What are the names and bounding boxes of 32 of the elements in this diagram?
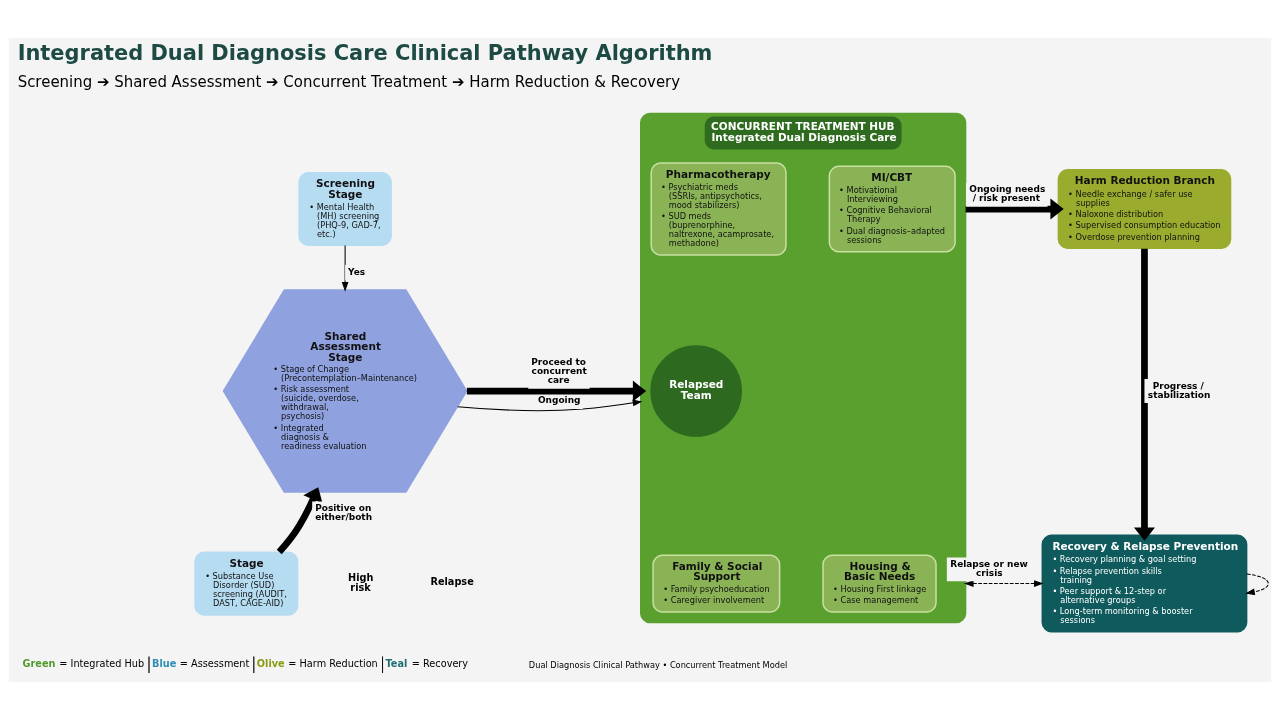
edge-label: Positive on either/both	[315, 503, 373, 523]
node-circle: Relapsed Team	[650, 345, 742, 437]
edge-label: Yes	[348, 266, 366, 277]
node-box: Pharmacotherapy • Psychiatric meds (SSRIs, antipsychotics, mood stabilizers) • SUD meds (buprenorphine, naltrexone, acamprosate, methadone)	[650, 162, 787, 256]
diagram-title: Integrated Dual Diagnosis Care Clinical Pathway Algorithm	[17, 41, 713, 65]
arrow	[1245, 573, 1269, 596]
legend-label: Blue = Assessment	[152, 658, 250, 670]
arrow	[964, 580, 1044, 587]
edge-label: Progress / stabilization	[1147, 380, 1211, 400]
node-box: Harm Reduction Branch • Needle exchange / safer use supplies • Naloxone distribution • Supervised consumption education • Overdose prevention planning	[1057, 169, 1232, 250]
node-box: MI/CBT • Motivational Interviewing • Cognitive Behavioral Therapy • Dual diagnosis–adapted sessions	[828, 165, 956, 253]
label: Relapse	[430, 576, 474, 588]
legend-label: Olive = Harm Reduction	[256, 658, 378, 670]
legend-label: Green = Integrated Hub	[22, 658, 145, 670]
node-box: Recovery & Relapse Prevention • Recovery planning & goal setting • Relapse prevention skills training • Peer support & 12-step or alternative groups • Long-term monitoring & booster sessions	[1041, 534, 1248, 633]
arrow	[466, 380, 647, 402]
node-box: Screening Stage • Mental Health (MH) screening (PHQ-9, GAD-7, etc.)	[298, 171, 392, 247]
label: Dual Diagnosis Clinical Pathway • Concurrent Treatment Model	[528, 659, 788, 670]
label: Screening ➔ Shared Assessment ➔ Concurrent Treatment ➔ Harm Reduction & Recovery	[17, 73, 681, 92]
label: High risk	[348, 571, 374, 593]
edge-label: Ongoing needs / risk present	[969, 184, 1046, 204]
arrow	[965, 198, 1064, 220]
node-box: Stage • Substance Use Disorder (SUD) screening (AUDIT, DAST, CAGE-AID)	[194, 551, 299, 616]
legend-label: Teal = Recovery	[385, 658, 469, 670]
edge-label: Ongoing	[537, 395, 581, 406]
arrow	[276, 487, 323, 555]
arrow	[457, 399, 643, 412]
arrow	[1134, 248, 1155, 541]
node-box: Housing & Basic Needs • Housing First linkage • Case management	[822, 554, 937, 613]
edge-label: Proceed to concurrent care	[531, 357, 587, 386]
node-box: Family & Social Support • Family psychoeducation • Caregiver involvement	[652, 554, 781, 613]
arrow	[341, 244, 349, 292]
